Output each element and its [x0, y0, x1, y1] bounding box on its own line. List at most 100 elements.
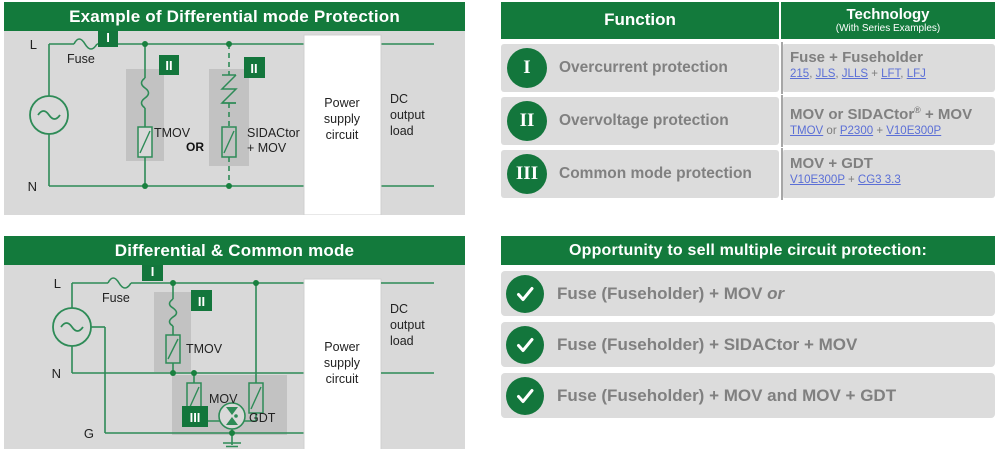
neutral-label: N: [28, 179, 37, 194]
technology-cell: MOV or SIDACtor® + MOV TMOV or P2300 + V…: [781, 95, 995, 147]
fuse-label-b: Fuse: [102, 291, 130, 305]
badge-III-label-b: III: [190, 410, 201, 425]
table-row[interactable]: I Overcurrent protection Fuse + Fusehold…: [501, 42, 995, 94]
technology-series-links: 215, JLS, JLLS + LFT, LFJ: [790, 68, 926, 80]
sidactor-node-bottom: [226, 183, 232, 189]
check-icon: [506, 325, 544, 364]
function-cell: II Overvoltage protection: [501, 97, 779, 145]
gdt-arrow-bottom: [226, 417, 238, 425]
badge-II-b-box: [244, 57, 265, 78]
series-link-lft[interactable]: LFT: [881, 68, 901, 80]
tmov-node-bottom-b: [170, 370, 176, 376]
series-link-jls[interactable]: JLS: [815, 68, 836, 80]
gdt-ground-node: [229, 430, 235, 436]
dc-label-2-b: output: [390, 318, 425, 332]
dc-label-3: load: [390, 124, 414, 138]
sidactor-label: SIDACtor: [247, 126, 300, 140]
psu-label-1-b: Power: [324, 340, 359, 354]
ac-sine-glyph-b: [60, 322, 84, 332]
fuse-symbol: [73, 38, 98, 50]
list-item[interactable]: Fuse (Fuseholder) + MOV or: [501, 271, 995, 316]
dc-label-2: output: [390, 108, 425, 122]
sidactor-mov-label: + MOV: [247, 141, 287, 155]
mov-label-b: MOV: [209, 392, 238, 406]
power-supply-box-b: [303, 278, 382, 449]
sidactor-mov-slash: [223, 130, 235, 154]
tmov-node-top-b: [170, 280, 176, 286]
psu-label-3: circuit: [326, 128, 359, 142]
opportunity-item-label: Fuse (Fuseholder) + MOV or: [557, 284, 784, 304]
dc-label-3-b: load: [390, 334, 414, 348]
column-header-technology-subtitle: (With Series Examples): [835, 23, 941, 34]
series-link-jlls[interactable]: JLLS: [841, 68, 869, 80]
tmov-thermal-element-b: [168, 298, 178, 327]
badge-II-label-b: II: [198, 294, 205, 309]
mov-right-slash: [250, 386, 262, 410]
technology-cell: MOV + GDT V10E300P + CG3 3.3: [781, 148, 995, 200]
table-row[interactable]: III Common mode protection MOV + GDT V10…: [501, 148, 995, 200]
tmov-varistor-slash: [139, 130, 151, 154]
badge-III-box-b: [182, 406, 208, 427]
tmov-label: TMOV: [154, 126, 191, 140]
technology-main-text: Fuse + Fuseholder: [790, 49, 923, 66]
common-mode-diagram-body: I II III L N G Fuse TMOV MOV GDT Power s…: [4, 265, 465, 449]
gdt-label-b: GDT: [249, 411, 276, 425]
protection-technology-table: Function Technology (With Series Example…: [501, 2, 995, 200]
badge-II-box-b: [191, 290, 212, 311]
opportunity-panel: Opportunity to sell multiple circuit pro…: [501, 236, 995, 418]
roman-numeral-badge-II: II: [507, 101, 547, 141]
badge-II-a-label: II: [165, 58, 172, 73]
line-label-b: L: [54, 276, 61, 291]
opportunity-item-text: Fuse (Fuseholder) + MOV: [557, 283, 768, 303]
technology-main-text: MOV or SIDACtor® + MOV: [790, 102, 995, 123]
opportunity-item-text: Fuse (Fuseholder) + MOV and MOV + GDT: [557, 385, 897, 405]
technology-series-links: V10E300P + CG3 3.3: [790, 174, 901, 186]
roman-numeral-badge-I: I: [507, 48, 547, 88]
series-link-tmov[interactable]: TMOV: [790, 125, 824, 137]
or-label: OR: [186, 140, 204, 154]
series-link-cg3[interactable]: CG3 3.3: [857, 174, 901, 186]
function-label: Common mode protection: [559, 165, 752, 182]
psu-label-3-b: circuit: [326, 372, 359, 386]
tmov-varistor-slash-b: [167, 338, 179, 360]
tmov-thermal-element: [140, 77, 150, 109]
technology-series-links: TMOV or P2300 + V10E300P: [790, 125, 942, 137]
differential-mode-diagram-body: I II II L N Fuse TMOV OR SIDACtor + MOV …: [4, 31, 465, 215]
technology-main-tail: + MOV: [920, 106, 973, 123]
badge-II-a-box: [159, 55, 179, 75]
badge-I-label-b: I: [151, 265, 155, 279]
table-header-row: Function Technology (With Series Example…: [501, 2, 995, 39]
dc-label-1: DC: [390, 92, 408, 106]
panel-title-common-mode: Differential & Common mode: [4, 236, 465, 265]
column-header-technology: Technology (With Series Examples): [781, 2, 995, 39]
sidactor-node-top: [226, 41, 232, 47]
psu-label-1: Power: [324, 96, 359, 110]
opportunity-item-label: Fuse (Fuseholder) + MOV and MOV + GDT: [557, 386, 896, 406]
function-cell: III Common mode protection: [501, 150, 779, 198]
differential-mode-schematic: I II II L N Fuse TMOV OR SIDACtor + MOV …: [28, 31, 434, 215]
opportunity-item-emphasis: or: [767, 283, 785, 303]
ac-sine-glyph: [37, 110, 61, 120]
badge-I-label: I: [106, 31, 110, 45]
table-row[interactable]: II Overvoltage protection MOV or SIDACto…: [501, 95, 995, 147]
function-cell: I Overcurrent protection: [501, 44, 779, 92]
column-header-function: Function: [501, 2, 779, 39]
list-item[interactable]: Fuse (Fuseholder) + MOV and MOV + GDT: [501, 373, 995, 418]
line-label: L: [30, 37, 37, 52]
series-link-215[interactable]: 215: [790, 68, 810, 80]
list-item[interactable]: Fuse (Fuseholder) + SIDACtor + MOV: [501, 322, 995, 367]
tmov-node-bottom: [142, 183, 148, 189]
tmov-node-top: [142, 41, 148, 47]
technology-cell: Fuse + Fuseholder 215, JLS, JLLS + LFT, …: [781, 42, 995, 94]
series-link-v10e300p[interactable]: V10E300P: [886, 125, 942, 137]
column-header-technology-title: Technology: [846, 6, 930, 23]
gdt-arrow-top: [226, 407, 238, 415]
psu-label-2-b: supply: [324, 356, 361, 370]
opportunity-title: Opportunity to sell multiple circuit pro…: [501, 236, 995, 265]
series-link-p2300[interactable]: P2300: [839, 125, 874, 137]
badge-I-box: [98, 31, 118, 47]
roman-numeral-badge-III: III: [507, 154, 547, 194]
series-link-v10e300p-2[interactable]: V10E300P: [790, 174, 845, 186]
series-link-lfj[interactable]: LFJ: [906, 68, 926, 80]
mov-left-node: [191, 370, 197, 376]
